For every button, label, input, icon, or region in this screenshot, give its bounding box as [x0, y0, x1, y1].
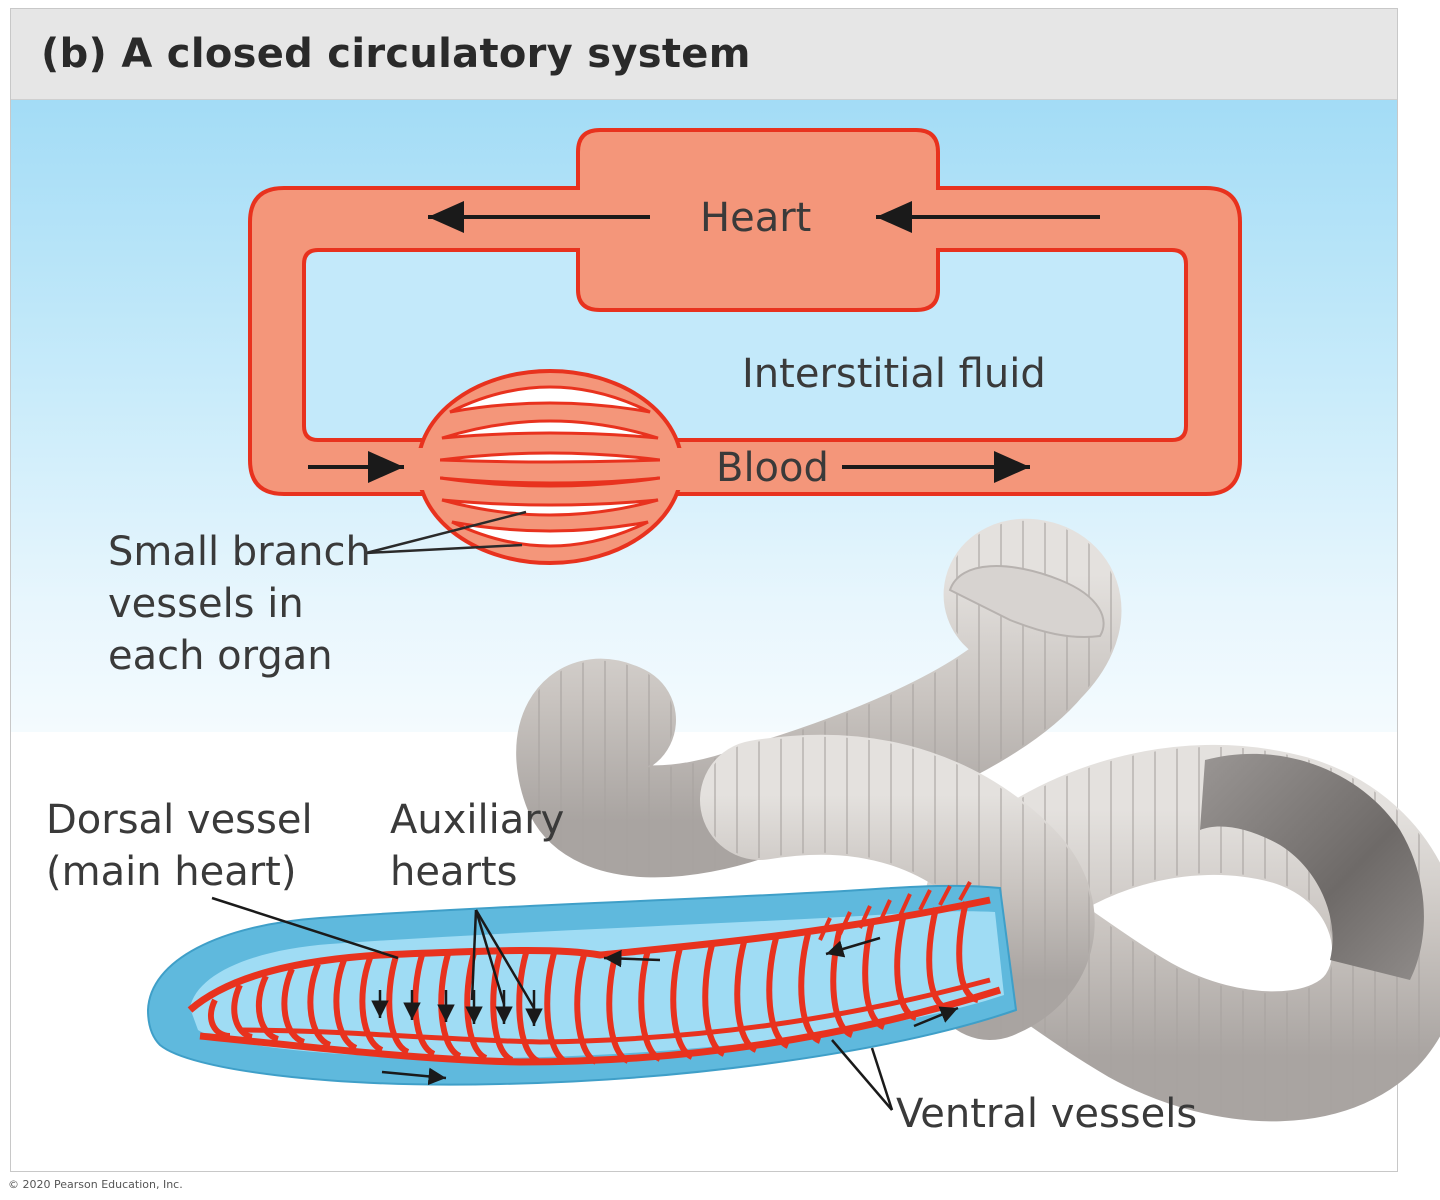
figure-title: (b) A closed circulatory system: [41, 31, 751, 77]
label-auxiliary-hearts: Auxiliary hearts: [390, 797, 565, 895]
worm-clitellum: [1200, 753, 1424, 980]
worm-tail-tip: [948, 565, 1105, 639]
leader-small-branch-1: [365, 510, 527, 555]
label-interstitial-fluid: Interstitial fluid: [742, 351, 1046, 397]
ventral-vessel-sub: [239, 977, 991, 1045]
dorsal-branches: [818, 881, 972, 941]
label-ventral-vessels: Ventral vessels: [896, 1091, 1198, 1137]
worm-flow-arrows: [371, 936, 959, 1086]
segmental-vessels: [208, 901, 980, 1065]
leader-ventral-2: [870, 1047, 894, 1111]
label-dorsal-vessel: Dorsal vessel (main heart): [46, 797, 313, 895]
leader-ventral-1: [831, 1039, 893, 1111]
leader-auxiliary-3: [474, 909, 536, 1009]
capillary-gaps: [439, 385, 661, 548]
label-blood: Blood: [716, 445, 829, 491]
circulation-loop: [248, 128, 1242, 565]
copyright-notice: © 2020 Pearson Education, Inc.: [8, 1178, 183, 1191]
leader-small-branch-2: [365, 543, 523, 555]
leader-dorsal-vessel: [211, 896, 399, 960]
ventral-vessel-main: [199, 986, 1002, 1066]
dorsal-vessel: [187, 896, 991, 1013]
title-bar: (b) A closed circulatory system: [11, 9, 1397, 100]
earthworm: [146, 518, 1440, 1122]
leader-auxiliary-1: [470, 909, 478, 1001]
label-heart: Heart: [700, 195, 812, 241]
leader-auxiliary-2: [474, 909, 506, 1005]
label-small-branch-vessels: Small branch vessels in each organ: [108, 529, 371, 679]
